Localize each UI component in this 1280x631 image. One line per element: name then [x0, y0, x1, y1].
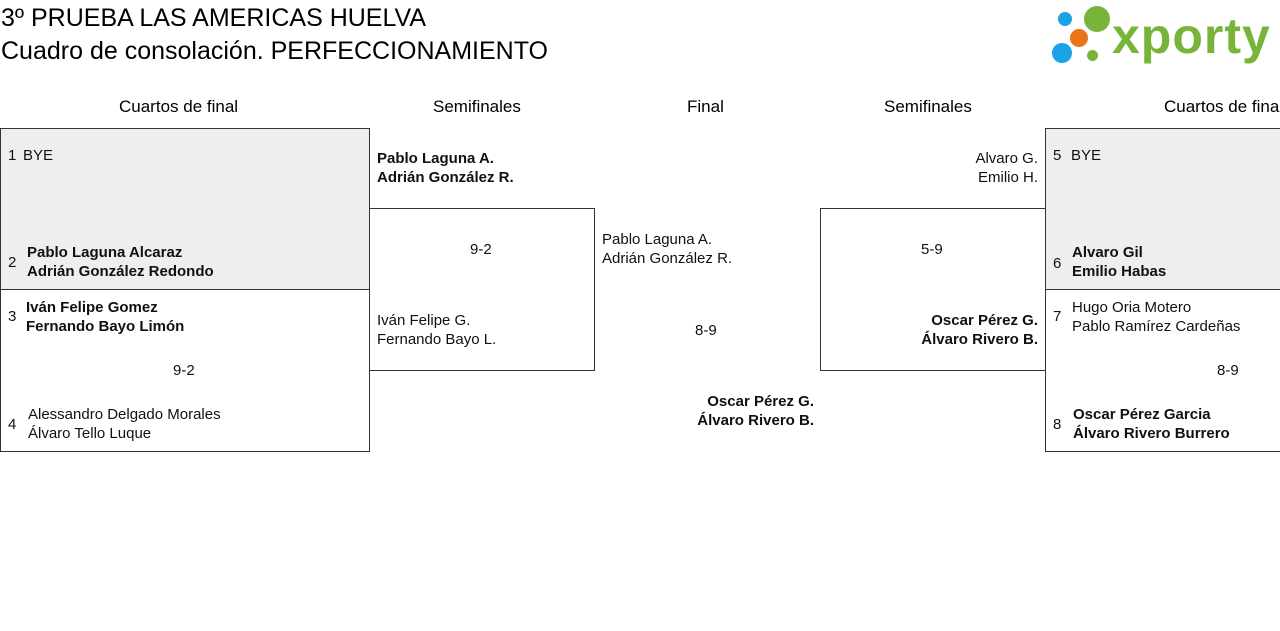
player-name: Hugo Oria Motero [1072, 299, 1192, 316]
xporty-logo: xporty [1050, 4, 1280, 68]
final-score: 8-9 [695, 322, 717, 339]
player-name: Emilio H. [977, 169, 1038, 186]
round-header-left-quarterfinals: Cuartos de final [119, 97, 239, 116]
player-name: Fernando Bayo L. [377, 331, 497, 348]
seed-number: 2 [8, 254, 17, 271]
logo-dot-green [1084, 6, 1110, 32]
match-box-qf1 [0, 128, 370, 290]
player-name: Pablo Laguna A. [602, 231, 713, 248]
logo-wordmark: xporty [1112, 8, 1271, 64]
player-name: Álvaro Rivero B. [697, 412, 814, 429]
player-name: Fernando Bayo Limón [26, 318, 185, 335]
player-name: Adrián González R. [602, 250, 733, 267]
player-name: Emilio Habas [1072, 263, 1167, 280]
player-name: Álvaro Tello Luque [28, 425, 152, 442]
player-name: Iván Felipe Gomez [26, 299, 158, 316]
player-name: Pablo Laguna Alcaraz [27, 244, 183, 261]
match-score: 8-9 [1217, 362, 1239, 379]
logo-dot-green-small [1087, 50, 1098, 61]
logo-dot-blue-large [1052, 43, 1072, 63]
match-score: 5-9 [921, 241, 943, 258]
player-name: Alvaro Gil [1072, 244, 1143, 261]
logo-dot-blue-small [1058, 12, 1072, 26]
round-header-right-semifinals: Semifinales [884, 97, 972, 116]
player-name: Iván Felipe G. [377, 312, 471, 329]
seed-number: 7 [1053, 308, 1062, 325]
seed-number: 1 [8, 147, 17, 164]
player-name: Pablo Laguna A. [377, 150, 494, 167]
player-name: Adrián González Redondo [27, 263, 214, 280]
seed-number: 3 [8, 308, 17, 325]
match-box-qf4 [1045, 289, 1280, 452]
seed-number: 5 [1053, 147, 1062, 164]
page-subtitle: Cuadro de consolación. PERFECCIONAMIENTO [1, 37, 548, 65]
bye-label: BYE [1071, 147, 1102, 164]
bye-label: BYE [23, 147, 54, 164]
player-name: Alessandro Delgado Morales [28, 406, 221, 423]
player-name: Álvaro Rivero Burrero [1073, 425, 1230, 442]
player-name: Alvaro G. [975, 150, 1038, 167]
round-header-final: Final [687, 97, 724, 116]
player-name: Adrián González R. [377, 169, 514, 186]
player-name: Álvaro Rivero B. [921, 331, 1038, 348]
seed-number: 4 [8, 416, 17, 433]
match-score: 9-2 [173, 362, 195, 379]
round-header-right-quarterfinals: Cuartos de final [1164, 97, 1280, 116]
seed-number: 8 [1053, 416, 1062, 433]
match-box-sf-left [369, 208, 595, 371]
logo-dot-orange [1070, 29, 1088, 47]
player-name: Oscar Pérez Garcia [1073, 406, 1211, 423]
match-box-qf3 [1045, 128, 1280, 290]
seed-number: 6 [1053, 255, 1062, 272]
player-name: Oscar Pérez G. [707, 393, 814, 410]
page-title: 3º PRUEBA LAS AMERICAS HUELVA [1, 4, 427, 32]
round-header-left-semifinals: Semifinales [433, 97, 521, 116]
player-name: Oscar Pérez G. [931, 312, 1038, 329]
player-name: Pablo Ramírez Cardeñas [1072, 318, 1241, 335]
match-score: 9-2 [470, 241, 492, 258]
